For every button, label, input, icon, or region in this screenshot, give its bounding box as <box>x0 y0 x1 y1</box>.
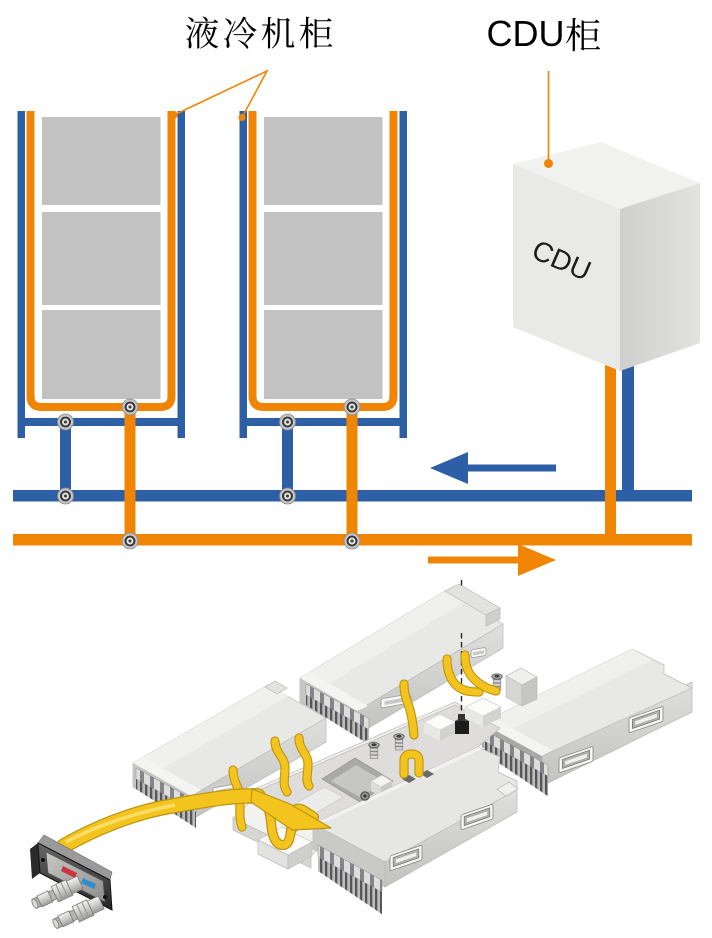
svg-text:CDU: CDU <box>487 13 565 54</box>
